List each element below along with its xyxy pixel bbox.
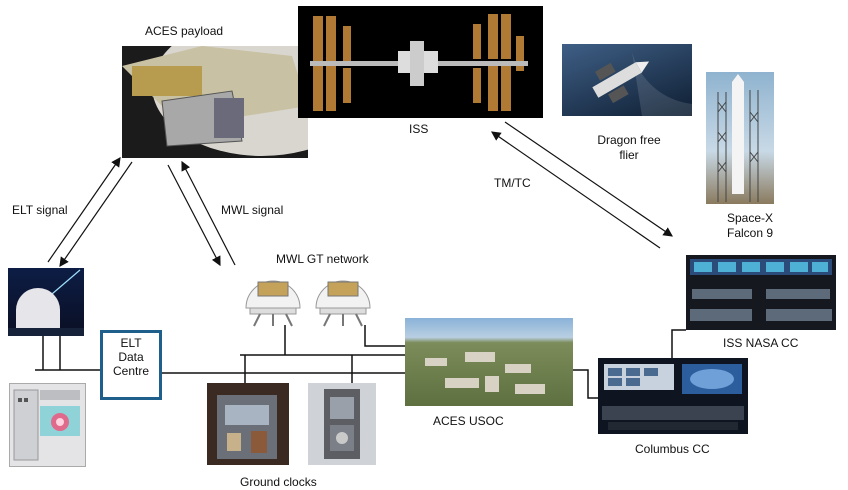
dragon-label-line1: Dragon free [597, 133, 661, 147]
dragon-image [562, 44, 692, 116]
iss-nasa-cc-label: ISS NASA CC [723, 336, 799, 350]
aces-payload-label: ACES payload [145, 24, 224, 38]
tmtc-label: TM/TC [494, 176, 531, 190]
elt-centre-line3: Centre [112, 364, 150, 378]
link-usoc-to-columbus [572, 369, 598, 399]
elt-telescope-image [8, 268, 84, 336]
mwl-signal-arrow-up [181, 160, 236, 266]
elt-signal-arrow-down [59, 161, 133, 267]
elt-signal-arrow-up [47, 157, 121, 263]
ground-clock-2-image [308, 383, 376, 465]
mwl-signal-arrow-down [167, 164, 221, 267]
columbus-cc-label: Columbus CC [635, 442, 710, 456]
mwl-signal-label: MWL signal [221, 203, 284, 217]
link-columbus-to-nasa [671, 329, 686, 358]
iss-image [298, 6, 543, 118]
tmtc-arrow-to-iss [491, 131, 661, 249]
elt-centre-line1: ELT [120, 336, 142, 350]
ground-clock-1-image [207, 383, 289, 465]
elt-signal-label: ELT signal [12, 203, 68, 217]
iss-label: ISS [409, 122, 429, 136]
mwl-ground-terminal-2-image [310, 268, 376, 328]
laser-station-image [9, 383, 86, 467]
tmtc-arrow-from-iss [504, 121, 673, 237]
mwl-gt-network-label: MWL GT network [276, 252, 369, 266]
falcon9-label-line1: Space-X [726, 211, 774, 225]
mwl-ground-terminal-1-image [240, 268, 306, 328]
aces-payload-image [122, 46, 308, 158]
dragon-label: Dragon free flier [594, 133, 664, 163]
falcon9-label-line2: Falcon 9 [726, 226, 774, 240]
falcon9-label: Space-X Falcon 9 [710, 211, 790, 241]
aces-usoc-image [405, 318, 573, 406]
iss-nasa-cc-image [686, 255, 836, 330]
elt-data-centre-box: ELT Data Centre [100, 330, 162, 400]
elt-centre-line2: Data [118, 350, 144, 364]
dragon-label-line2: flier [619, 148, 639, 162]
columbus-cc-image [598, 358, 748, 434]
falcon9-image [706, 72, 774, 204]
aces-usoc-label: ACES USOC [433, 414, 504, 428]
ground-clocks-label: Ground clocks [240, 475, 317, 489]
link-mwl-gt-2 [364, 325, 405, 347]
